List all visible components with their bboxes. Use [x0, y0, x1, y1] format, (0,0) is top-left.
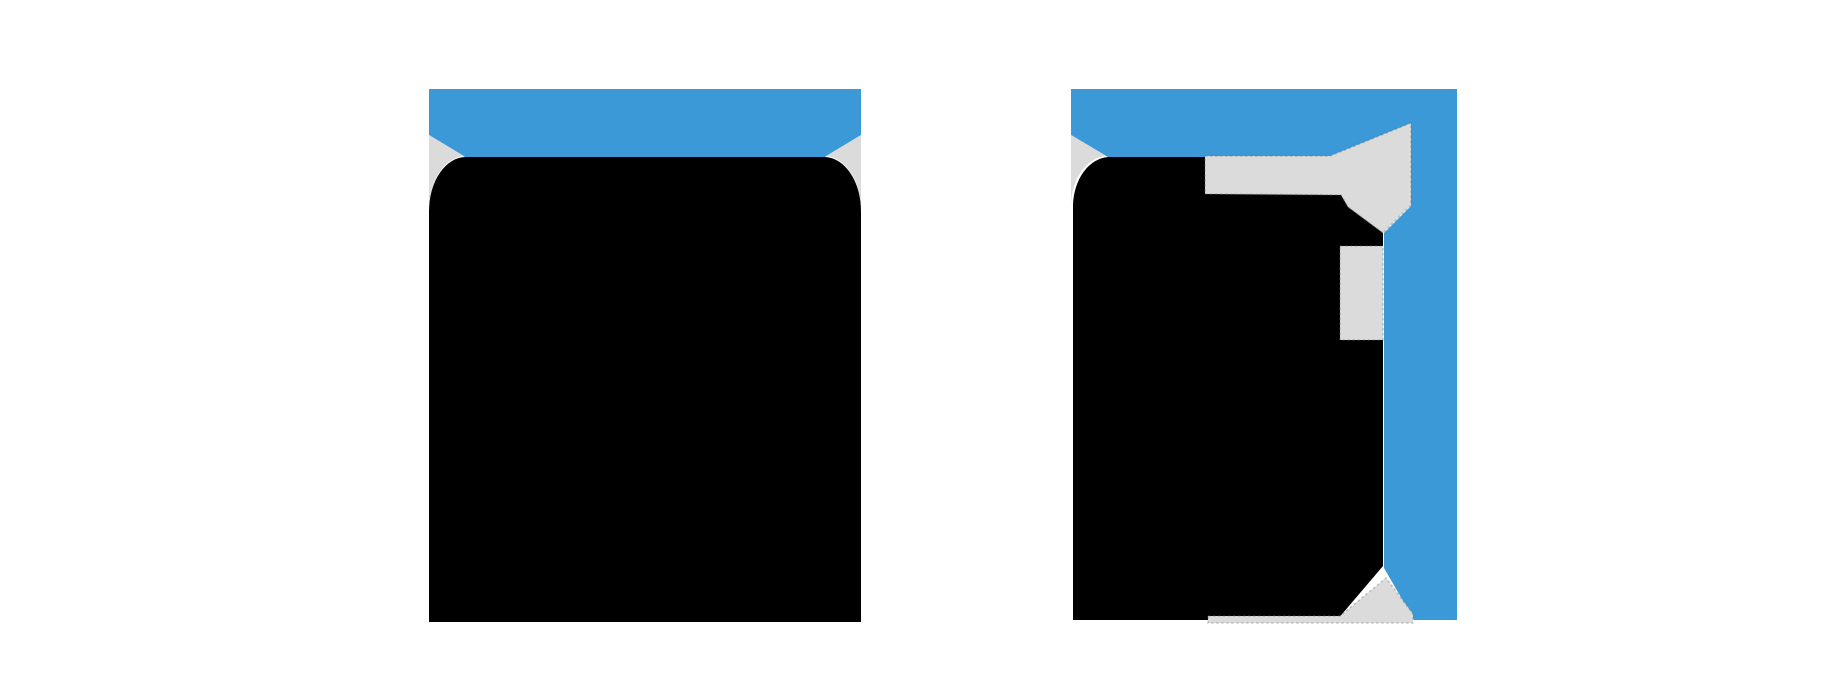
left-rounded-block: [428, 89, 862, 622]
right-gray-corner-wedge: [1070, 135, 1106, 207]
right-gray-bottom-strip: [1207, 576, 1414, 624]
left-gray-corner-wedge-left: [428, 135, 464, 211]
left-gray-corner-wedge-right: [826, 135, 862, 211]
right-blue-l-band-shape: [1071, 89, 1457, 620]
right-black-body-shape: [1073, 157, 1383, 620]
right-gray-notch-rect: [1339, 245, 1384, 341]
left-black-body-shape: [429, 157, 861, 622]
right-notched-block: [1070, 89, 1457, 624]
right-gray-notch-arrow-shape: [1204, 121, 1412, 235]
left-blue-cap-band-shape: [429, 89, 861, 157]
